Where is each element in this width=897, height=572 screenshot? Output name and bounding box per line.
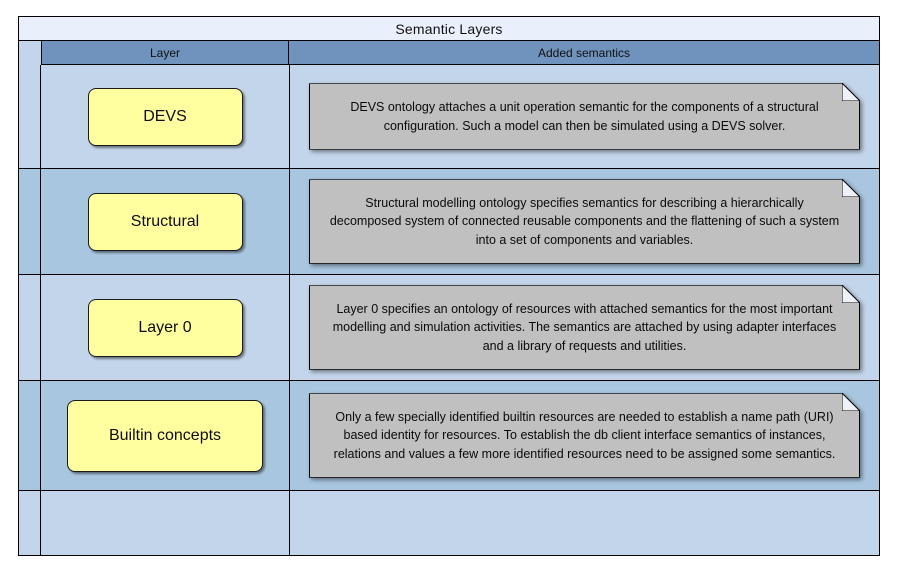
note-text-builtin-concepts: Only a few specially identified builtin … xyxy=(309,393,860,477)
diagram-title-bar: Semantic Layers xyxy=(19,17,879,41)
layer-cell: Structural xyxy=(41,169,290,274)
column-header-added-semantics: Added semantics xyxy=(289,41,880,64)
layer-cell xyxy=(41,491,290,555)
table-row: Builtin concepts Only a few specially id… xyxy=(19,381,879,491)
note-text-structural: Structural modelling ontology specifies … xyxy=(309,179,860,263)
layer-cell: Layer 0 xyxy=(41,275,290,380)
row-rail-cell xyxy=(19,169,41,274)
note-shape-structural: Structural modelling ontology specifies … xyxy=(309,179,860,263)
semantics-cell: Structural modelling ontology specifies … xyxy=(290,169,879,274)
layer-box-label: Builtin concepts xyxy=(108,426,222,444)
semantics-cell: DEVS ontology attaches a unit operation … xyxy=(290,65,879,168)
layer-box-structural[interactable]: Structural xyxy=(87,192,243,251)
layer-box-label: Layer 0 xyxy=(138,318,192,336)
layer-cell: Builtin concepts xyxy=(41,381,290,490)
layer-cell: DEVS xyxy=(41,65,290,168)
table-row: Structural Structural modelling ontology… xyxy=(19,169,879,275)
table-body: DEVS DEVS ontology attaches a unit opera… xyxy=(19,65,879,555)
row-rail-cell xyxy=(19,65,41,168)
layer-box-devs[interactable]: DEVS xyxy=(87,87,243,146)
row-rail-cell xyxy=(19,381,41,490)
table-row xyxy=(19,491,879,555)
diagram-table: Semantic Layers Layer Added semantics DE… xyxy=(18,16,880,556)
table-row: DEVS DEVS ontology attaches a unit opera… xyxy=(19,65,879,169)
column-header-layer-label: Layer xyxy=(149,45,181,60)
note-text-devs: DEVS ontology attaches a unit operation … xyxy=(309,83,860,149)
semantics-cell: Only a few specially identified builtin … xyxy=(290,381,879,490)
semantics-cell: Layer 0 specifies an ontology of resourc… xyxy=(290,275,879,380)
layer-box-label: Structural xyxy=(130,212,200,230)
page-title: Semantic Layers xyxy=(395,20,503,37)
row-rail-cell xyxy=(19,491,41,555)
note-text-layer-0: Layer 0 specifies an ontology of resourc… xyxy=(309,285,860,369)
note-shape-devs: DEVS ontology attaches a unit operation … xyxy=(309,83,860,149)
layer-box-label: DEVS xyxy=(143,107,187,125)
layer-box-layer-0[interactable]: Layer 0 xyxy=(87,298,243,357)
semantics-cell xyxy=(290,491,879,555)
table-row: Layer 0 Layer 0 specifies an ontology of… xyxy=(19,275,879,381)
column-header-added-semantics-label: Added semantics xyxy=(537,45,631,60)
layer-box-builtin-concepts[interactable]: Builtin concepts xyxy=(67,399,263,472)
note-shape-builtin-concepts: Only a few specially identified builtin … xyxy=(309,393,860,477)
row-rail-cell xyxy=(19,275,41,380)
note-shape-layer-0: Layer 0 specifies an ontology of resourc… xyxy=(309,285,860,369)
column-header-row: Layer Added semantics xyxy=(41,41,880,65)
column-header-layer: Layer xyxy=(41,41,289,64)
